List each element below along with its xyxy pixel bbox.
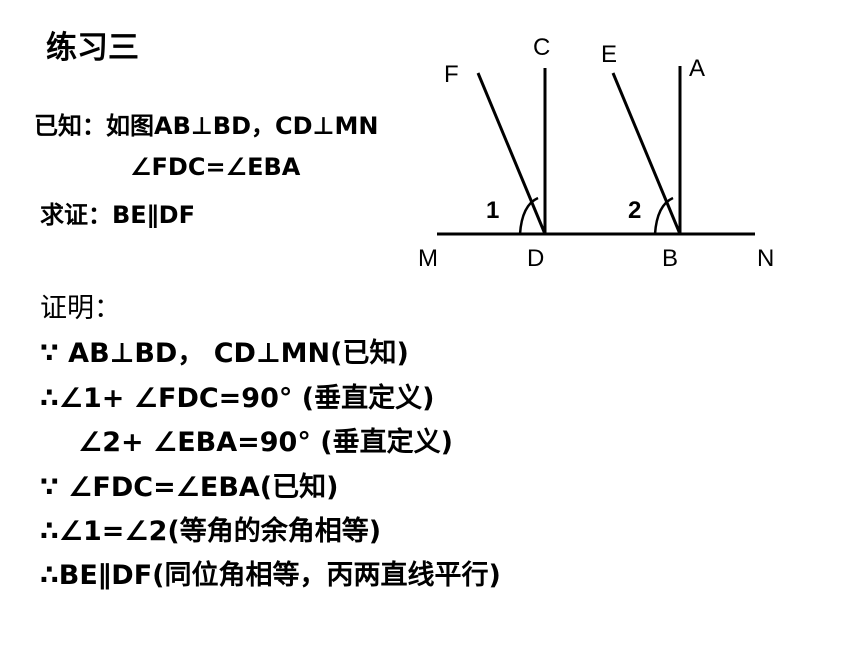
label-a: A bbox=[689, 55, 705, 82]
prove-statement: 求证：BE∥DF bbox=[40, 201, 196, 229]
proof-line-6: ∴BE∥DF(同位角相等，丙两直线平行) bbox=[40, 560, 501, 591]
label-c: C bbox=[533, 34, 550, 61]
label-e: E bbox=[601, 41, 617, 68]
proof-line-2: ∴∠1+ ∠FDC=90° (垂直定义) bbox=[40, 383, 435, 414]
given-statement: 已知：如图AB⊥BD，CD⊥MN bbox=[34, 112, 379, 140]
proof-line-3: ∠2+ ∠EBA=90° (垂直定义) bbox=[78, 427, 453, 458]
proof-heading: 证明： bbox=[40, 293, 121, 324]
label-angle-1: 1 bbox=[486, 197, 499, 224]
angle-1-arc bbox=[518, 196, 539, 235]
given-angle-equality: ∠FDC=∠EBA bbox=[130, 153, 301, 181]
label-angle-2: 2 bbox=[628, 197, 641, 224]
proof-line-5: ∴∠1=∠2(等角的余角相等) bbox=[40, 516, 382, 547]
label-m: M bbox=[418, 245, 438, 272]
line-df bbox=[476, 72, 547, 235]
angle-2-arc bbox=[653, 196, 674, 235]
line-be bbox=[611, 72, 682, 235]
exercise-title: 练习三 bbox=[46, 30, 139, 66]
label-d: D bbox=[527, 245, 544, 272]
proof-line-1: ∵ AB⊥BD， CD⊥MN(已知) bbox=[40, 338, 409, 369]
proof-line-4: ∵ ∠FDC=∠EBA(已知) bbox=[40, 472, 339, 503]
label-n: N bbox=[757, 245, 774, 272]
label-f: F bbox=[444, 61, 459, 88]
label-b: B bbox=[662, 245, 678, 272]
